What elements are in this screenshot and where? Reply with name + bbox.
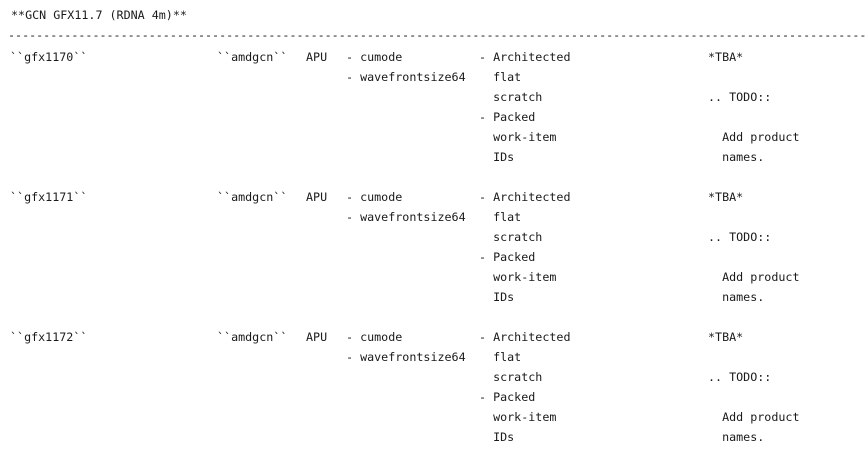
- product-notes-cell: *TBA* .. TODO:: Add product names.: [708, 190, 800, 304]
- separator-line: ----------------------------------------…: [8, 28, 868, 42]
- gpu-row-gfx1170: ``gfx1170`` ``amdgcn`` APU - cumode - wa…: [0, 47, 868, 187]
- product-notes-cell: *TBA* .. TODO:: Add product names.: [708, 50, 800, 164]
- target-properties-cell: - Architected flat scratch - Packed work…: [479, 50, 571, 164]
- target-properties-cell: - Architected flat scratch - Packed work…: [479, 330, 571, 444]
- target-name-cell: ``gfx1171``: [10, 190, 88, 204]
- target-name-cell: ``gfx1170``: [10, 50, 88, 64]
- target-name-cell: ``gfx1172``: [10, 330, 88, 344]
- gpu-row-gfx1172: ``gfx1172`` ``amdgcn`` APU - cumode - wa…: [0, 327, 868, 467]
- page-title: **GCN GFX11.7 (RDNA 4m)**: [11, 8, 187, 22]
- target-triple-cell: ``amdgcn``: [217, 330, 288, 344]
- target-triple-cell: ``amdgcn``: [217, 190, 288, 204]
- processor-kind-cell: APU: [306, 190, 328, 204]
- processor-kind-cell: APU: [306, 330, 328, 344]
- processor-table: ``gfx1170`` ``amdgcn`` APU - cumode - wa…: [0, 47, 868, 467]
- gpu-row-gfx1171: ``gfx1171`` ``amdgcn`` APU - cumode - wa…: [0, 187, 868, 327]
- product-notes-cell: *TBA* .. TODO:: Add product names.: [708, 330, 800, 444]
- target-triple-cell: ``amdgcn``: [217, 50, 288, 64]
- target-properties-cell: - Architected flat scratch - Packed work…: [479, 190, 571, 304]
- processor-kind-cell: APU: [306, 50, 328, 64]
- target-features-cell: - cumode - wavefrontsize64: [346, 330, 466, 364]
- target-features-cell: - cumode - wavefrontsize64: [346, 190, 466, 224]
- target-features-cell: - cumode - wavefrontsize64: [346, 50, 466, 84]
